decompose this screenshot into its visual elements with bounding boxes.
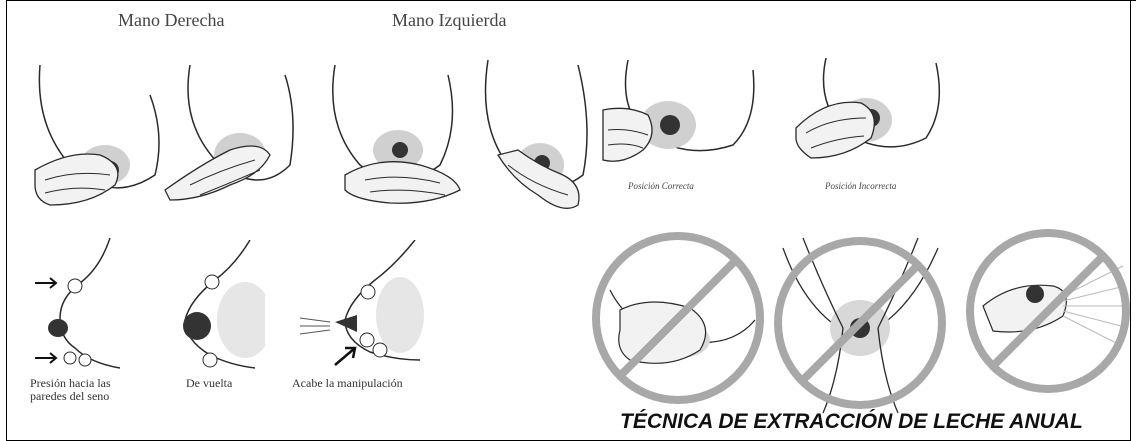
caption-step-1-line-2: paredes del seno	[30, 390, 111, 403]
illustration-roll-back	[165, 240, 265, 375]
frame-top-border	[6, 0, 1136, 1]
frame-left-border	[6, 0, 7, 441]
page-title: TÉCNICA DE EXTRACCIÓN DE LECHE ANUAL	[620, 410, 1083, 434]
caption-step-3: Acabe la manipulación	[292, 377, 403, 390]
label-correct-position: Posición Correcta	[628, 181, 694, 191]
caption-step-2: De vuelta	[186, 377, 232, 390]
illustration-incorrect-position	[786, 58, 946, 178]
illustration-finish-manipulation	[295, 240, 425, 375]
illustration-right-hand-grip-2	[160, 55, 300, 215]
header-left-hand: Mano Izquierda	[392, 10, 506, 31]
illustration-left-hand-grip-1	[320, 55, 470, 215]
header-right-hand: Mano Derecha	[118, 10, 224, 31]
label-incorrect-position: Posición Incorrecta	[825, 181, 896, 191]
caption-step-3-line-1: Acabe la manipulación	[292, 377, 403, 390]
illustration-press-toward-chest	[30, 238, 130, 373]
caption-step-1: Presión hacia las paredes del seno	[30, 377, 111, 403]
prohibited-slide-fingers	[963, 226, 1133, 396]
caption-step-2-line-1: De vuelta	[186, 377, 232, 390]
prohibited-squeeze-nipple	[590, 230, 770, 410]
illustration-right-hand-grip-1	[30, 55, 170, 215]
illustration-correct-position	[598, 60, 763, 175]
prohibited-pull-nipple	[768, 228, 953, 418]
illustration-left-hand-grip-2	[478, 55, 593, 225]
